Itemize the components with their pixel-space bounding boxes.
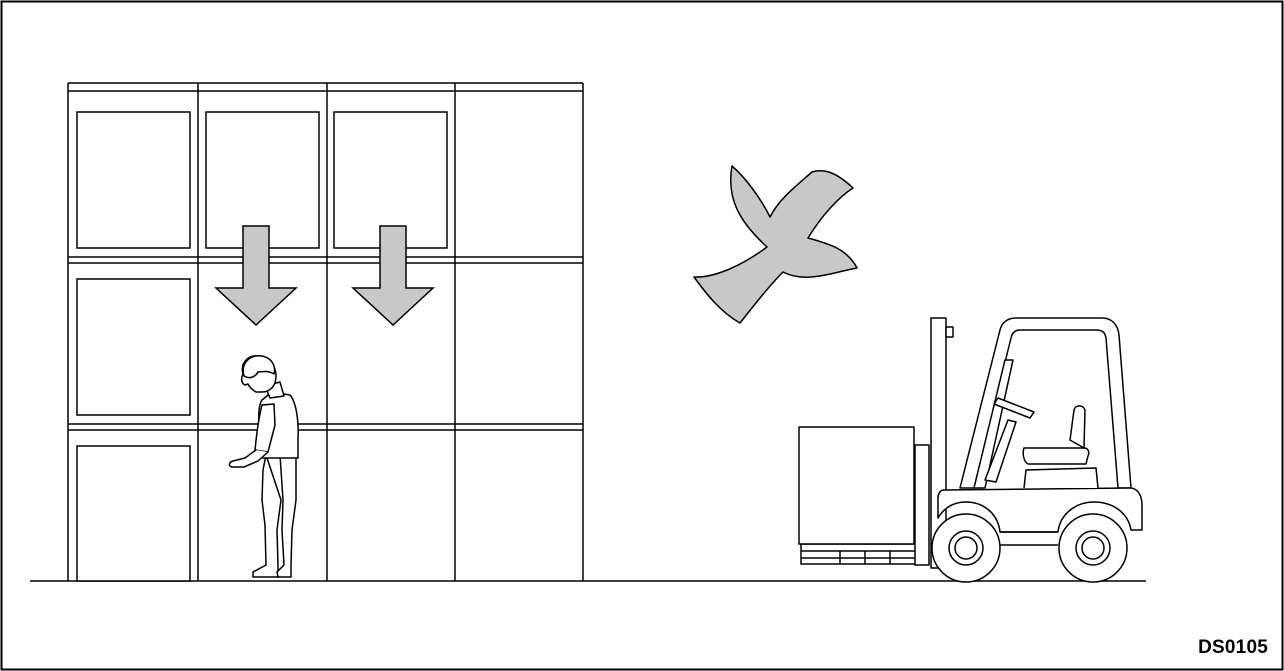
box-top-1 — [76, 111, 191, 249]
falling-arrows — [214, 225, 435, 327]
figure-code: DS0105 — [1198, 637, 1268, 658]
arrow-down-icon — [214, 225, 298, 327]
box-bottom-1 — [76, 445, 191, 582]
x-mark-icon — [693, 165, 858, 324]
forklift-icon — [798, 317, 1143, 583]
arrow-down-icon — [351, 225, 435, 327]
storage-rack — [67, 82, 584, 581]
pallet — [800, 543, 920, 565]
box-mid-1 — [76, 278, 191, 416]
standing-person-icon — [228, 354, 299, 578]
load-box — [798, 426, 915, 545]
rack-boxes — [76, 111, 448, 582]
